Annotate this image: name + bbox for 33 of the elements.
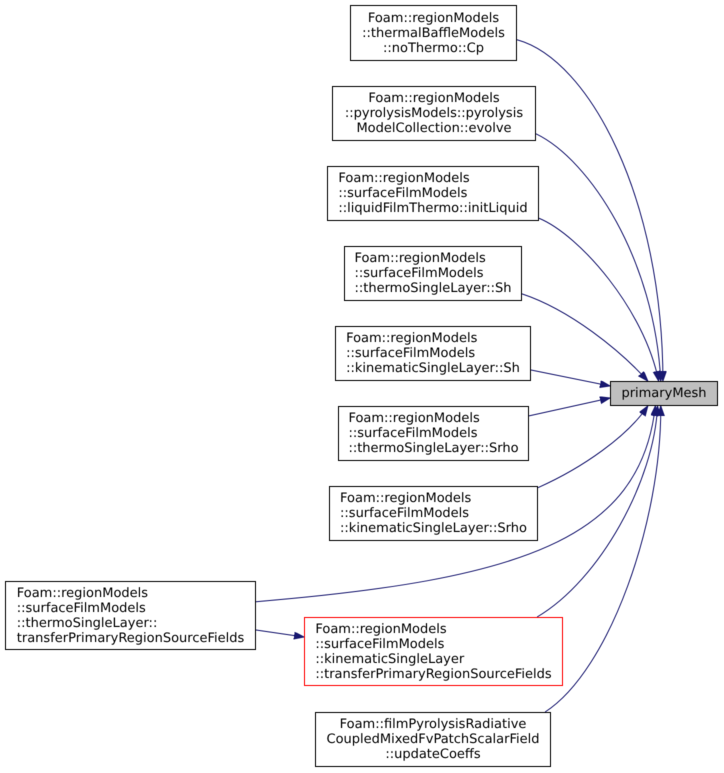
call-arrow (528, 396, 610, 416)
function-box (344, 246, 522, 301)
call-arrow (522, 293, 648, 382)
function-name: primaryMesh (621, 386, 707, 401)
call-arrow (538, 406, 648, 488)
call-arrow (538, 218, 660, 382)
function-name: Foam::regionModels ::thermalBaffleModels ::noThermo::Cp (362, 10, 505, 56)
call-arrow (530, 370, 610, 388)
function-name: Foam::regionModels ::surfaceFilmModels ::liquidFilmThermo::initLiquid (338, 171, 528, 216)
call-arrow (536, 406, 661, 618)
function-name: Foam::regionModels ::surfaceFilmModels ::thermoSingleLayer::Sh (354, 251, 512, 296)
call-arrow (516, 39, 667, 382)
function-name: Foam::regionModels ::surfaceFilmModels ::thermoSingleLayer::Srho (348, 411, 519, 456)
function-name: Foam::filmPyrolysisRadiative CoupledMixedFvPatchScalarField ::updateCoeffs (326, 717, 540, 762)
call-arrow (256, 406, 658, 602)
function-name: Foam::regionModels ::surfaceFilmModels ::kinematicSingleLayer::Srho (340, 491, 527, 536)
function-box (335, 326, 531, 381)
call-arrow (536, 133, 664, 382)
function-name: Foam::regionModels ::surfaceFilmModels ::kinematicSingleLayer ::transferPrimaryRegionSourceFields (315, 622, 552, 682)
call-arrow (256, 630, 304, 640)
function-box (304, 617, 563, 686)
function-box (5, 581, 256, 650)
function-box (332, 86, 536, 141)
function-box (610, 381, 718, 406)
function-box (327, 166, 539, 221)
function-box (315, 712, 551, 767)
function-box (350, 5, 517, 61)
function-name: Foam::regionModels ::pyrolysisModels::pyrolysis ModelCollection::evolve (344, 91, 524, 136)
function-name: Foam::regionModels ::surfaceFilmModels ::thermoSingleLayer:: transferPrimaryRegionSourceFields (16, 586, 244, 646)
function-name: Foam::regionModels ::surfaceFilmModels ::kinematicSingleLayer::Sh (346, 331, 520, 376)
function-box (329, 486, 538, 541)
function-box (338, 406, 529, 461)
call-arrow (544, 406, 664, 712)
